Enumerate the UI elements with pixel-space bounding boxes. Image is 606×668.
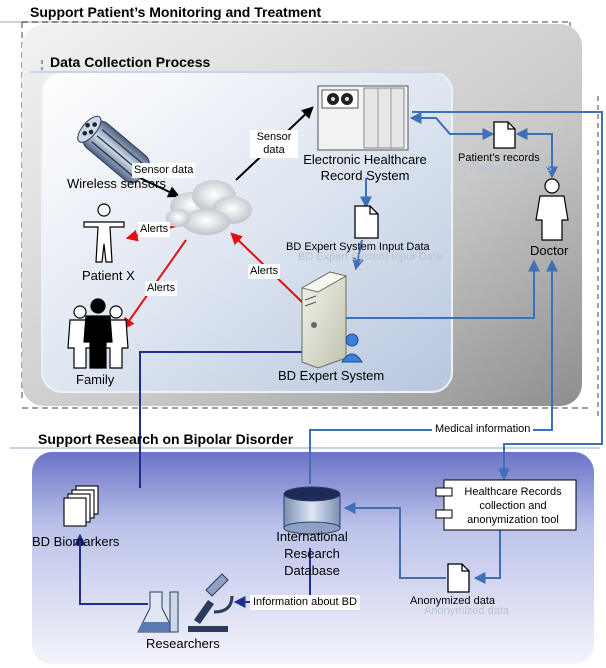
bd-biomarkers-stack-icon (63, 485, 99, 527)
hr-tool-label-line1: Healthcare Records (464, 486, 562, 498)
medical-information-edge-label: Medical information (432, 422, 534, 437)
monitoring-section-title: Support Patient’s Monitoring and Treatme… (30, 4, 322, 20)
doctor-figure-icon (535, 178, 569, 241)
hr-tool-component-icon (435, 479, 577, 531)
intl-db-label-line2: Research (284, 546, 340, 561)
patients-records-label: Patient’s records (458, 152, 540, 164)
bd-expert-server-icon (300, 271, 363, 369)
alerts-family-edge-label: Alerts (145, 281, 178, 296)
information-about-bd-edge-label: Information about BD (250, 595, 360, 610)
research-section-title: Support Research on Bipolar Disorder (38, 431, 294, 447)
medical-information-arrow (309, 259, 558, 484)
family-figures-icon (67, 298, 129, 369)
researchers-lab-icon (137, 573, 234, 633)
ehr-to-hrtool-arrow (412, 111, 603, 481)
hr-tool-label-line2: collection and (479, 500, 547, 512)
anonymized-document-icon (447, 563, 470, 593)
family-label: Family (76, 372, 115, 387)
patient-figure-icon (83, 203, 125, 263)
researchers-to-biomarkers-arrow (74, 533, 148, 605)
bd-input-data-label: BD Expert System Input Data (286, 241, 430, 253)
patients-records-ghost-label: Patient’s records (470, 162, 552, 174)
bd-input-ghost-label: BD Expert System Input Data (298, 251, 442, 263)
anonymized-ghost-label: Anonymized data (424, 605, 509, 617)
sensor-data-ehr-edge-label-line2: data (250, 143, 298, 158)
data-collection-section (30, 60, 453, 393)
wireless-sensors-label: Wireless sensors (67, 176, 166, 191)
sensor-data-ehr-edge-label-line1: Sensor (250, 130, 298, 145)
network-cloud-icon (166, 180, 252, 235)
alerts-expert-edge-label: Alerts (248, 264, 281, 279)
research-database-icon (283, 486, 341, 535)
bd-input-document-icon (354, 205, 379, 239)
hrtool-to-anon-arrow (473, 530, 501, 584)
patient-x-label: Patient X (82, 268, 135, 283)
bd-expert-system-label: BD Expert System (278, 368, 385, 383)
data-collection-section-title: Data Collection Process (50, 54, 211, 70)
hr-tool-label-line3: anonymization tool (467, 514, 559, 526)
alerts-patient-edge-label: Alerts (138, 222, 171, 237)
ehr-label-line1: Electronic Healthcare (303, 152, 427, 167)
sensor-data-edge-label: Sensor data (132, 163, 196, 178)
anon-to-db-arrow (343, 502, 446, 579)
ehr-system-icon (317, 85, 409, 151)
ehr-records-arrow (409, 112, 495, 140)
doctor-label: Doctor (530, 243, 569, 258)
bd-biomarkers-label: BD Biomarkers (32, 534, 120, 549)
expert-to-doctor-arrow (340, 259, 540, 319)
records-doctor-arrow (515, 128, 558, 179)
patients-records-document-icon (493, 121, 516, 149)
ehr-label-line2: Record System (320, 168, 410, 183)
sensor-data-arrow (139, 177, 181, 198)
intl-db-label-line3: Database (284, 563, 340, 578)
anonymized-data-label: Anonymized data (410, 595, 495, 607)
input-to-expert-arrow (352, 239, 364, 271)
researchers-label: Researchers (146, 636, 220, 651)
intl-db-label-line1: International (276, 529, 348, 544)
